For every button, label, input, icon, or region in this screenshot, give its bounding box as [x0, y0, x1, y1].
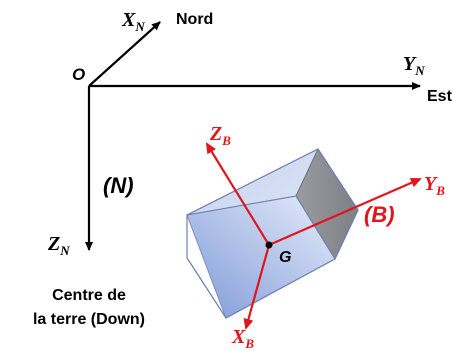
box-edge — [186, 195, 297, 216]
zb-axis-label: ZB — [209, 123, 231, 148]
yn-axis-label: YN — [403, 53, 425, 78]
est-label: Est — [427, 88, 453, 105]
yb-axis-arrow — [268, 177, 422, 247]
xb-axis-label: XB — [231, 326, 254, 351]
box-edge — [295, 195, 336, 260]
frame-n-name: (N) — [103, 173, 134, 198]
rigid-body-box — [186, 147, 359, 319]
frame-b: G ZB YB XB (B) — [205, 123, 445, 351]
yb-axis-label: YB — [424, 173, 445, 198]
nord-label: Nord — [176, 11, 213, 28]
centre-terre-label-line1: Centre de — [52, 287, 126, 304]
frame-b-name: (B) — [364, 202, 395, 227]
centre-terre-label-line2: la terre (Down) — [33, 311, 145, 328]
origin-label: O — [72, 65, 85, 84]
zn-axis-label: ZN — [47, 233, 70, 258]
box-edge — [186, 257, 227, 319]
zb-axis-arrow — [205, 142, 270, 246]
frame-n: O XN Nord YN Est ZN Centre de la terre (… — [33, 9, 453, 328]
center-of-gravity-dot — [265, 241, 273, 249]
xn-axis-label: XN — [121, 9, 145, 34]
xb-axis-arrow — [243, 244, 271, 330]
xn-axis-arrow — [88, 21, 161, 87]
center-of-gravity-label: G — [279, 249, 291, 266]
